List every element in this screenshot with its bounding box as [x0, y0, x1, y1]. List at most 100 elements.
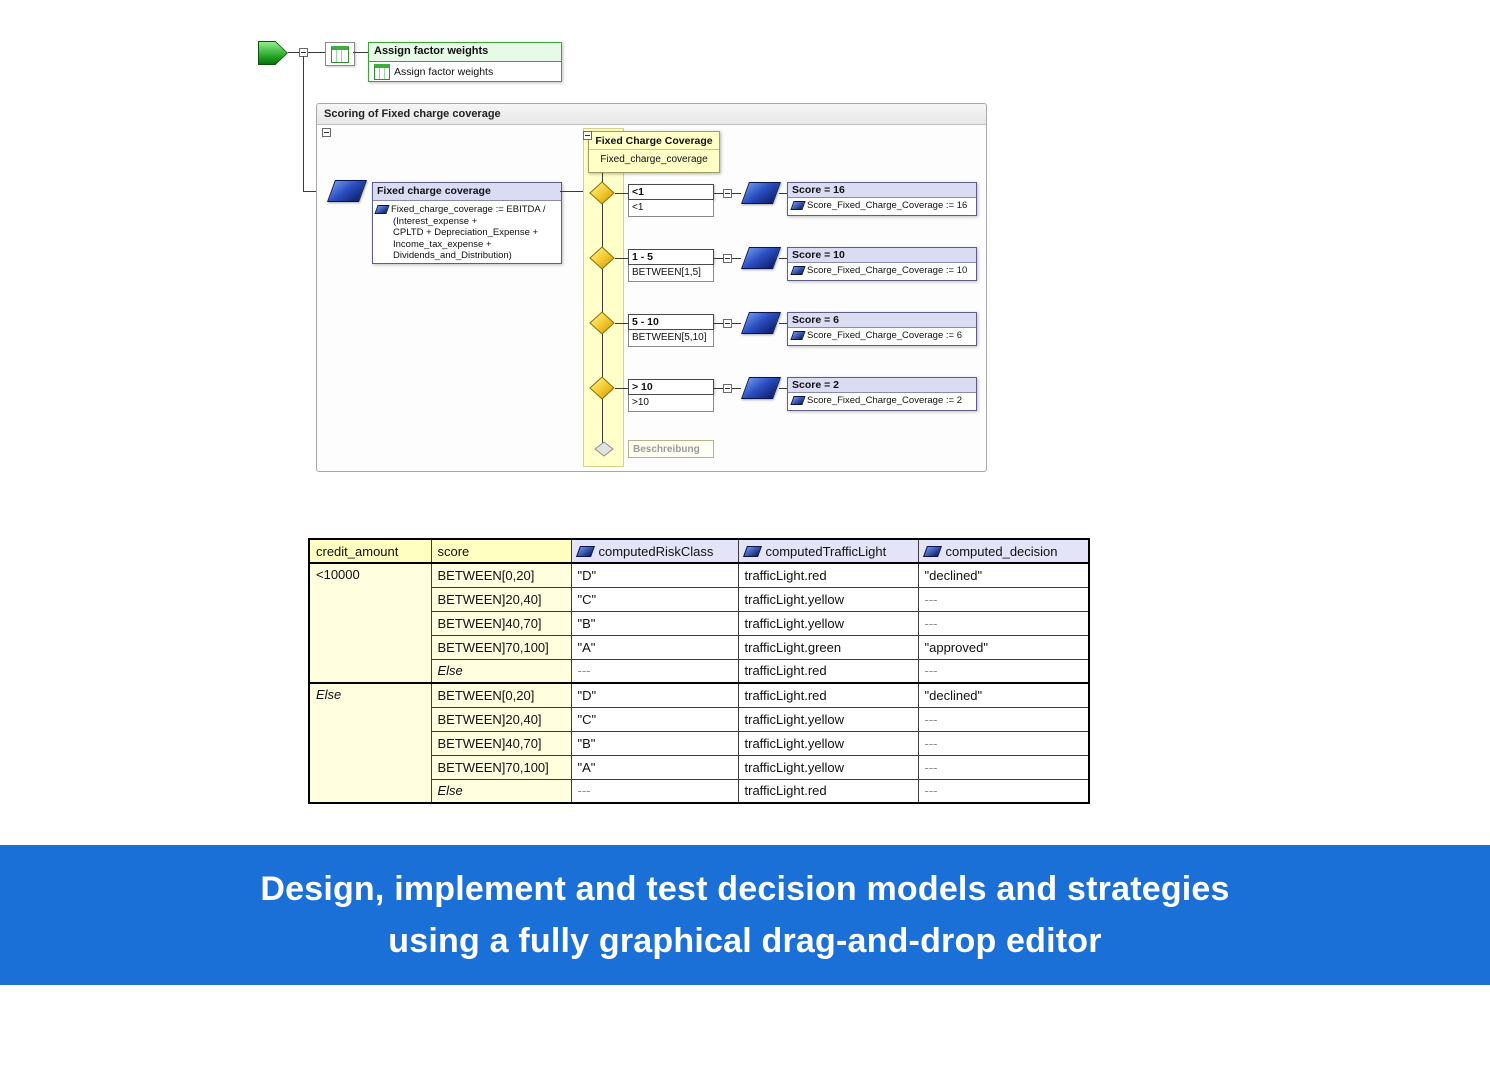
cell-risk-class[interactable]: "C" [570, 706, 739, 732]
cell-risk-class[interactable]: "B" [570, 730, 739, 756]
cell-score[interactable]: BETWEEN]40,70] [430, 730, 572, 756]
column-header-computed-traffic-light[interactable]: computedTrafficLight [737, 538, 919, 564]
cell-score[interactable]: BETWEEN]70,100] [430, 634, 572, 660]
collapse-toggle[interactable] [583, 131, 592, 140]
connector-line [615, 388, 628, 389]
cell-risk-class[interactable]: "C" [570, 586, 739, 612]
column-header-computed-decision[interactable]: computed_decision [917, 538, 1090, 564]
decision-diamond-icon[interactable] [588, 245, 616, 271]
collapse-toggle[interactable] [322, 128, 331, 137]
cell-risk-class[interactable]: "D" [570, 562, 739, 588]
flow-branch: <1 <1 Score = 16 Score_Fixed_Charge_Cove… [583, 178, 983, 226]
condition-expression[interactable]: <1 [628, 200, 714, 217]
cell-traffic-light[interactable]: trafficLight.red [737, 682, 919, 708]
cell-decision[interactable]: --- [917, 730, 1090, 756]
cell-traffic-light[interactable]: trafficLight.yellow [737, 730, 919, 756]
condition-label[interactable]: 5 - 10 [628, 314, 714, 330]
decision-diamond-icon[interactable] [588, 310, 616, 336]
cell-traffic-light[interactable]: trafficLight.yellow [737, 706, 919, 732]
connector-line [714, 388, 723, 389]
decision-node-header[interactable]: Fixed Charge Coverage Fixed_charge_cover… [588, 131, 720, 173]
cell-credit-amount[interactable]: Else [308, 682, 432, 804]
cell-decision[interactable]: "declined" [917, 682, 1090, 708]
connector-line [779, 258, 787, 259]
score-node[interactable]: Score = 6 Score_Fixed_Charge_Coverage :=… [787, 312, 977, 346]
cell-decision[interactable]: --- [917, 778, 1090, 804]
expression-line: Income_tax_expense + [393, 238, 492, 250]
cell-risk-class[interactable]: "A" [570, 754, 739, 780]
assignment-node-icon[interactable] [740, 182, 782, 204]
cell-traffic-light[interactable]: trafficLight.red [737, 562, 919, 588]
cell-score[interactable]: BETWEEN]40,70] [430, 610, 572, 636]
cell-score[interactable]: BETWEEN]20,40] [430, 706, 572, 732]
score-node[interactable]: Score = 10 Score_Fixed_Charge_Coverage :… [787, 247, 977, 281]
table-row: Else BETWEEN[0,20] "D" trafficLight.red … [308, 682, 1090, 804]
condition-label[interactable]: <1 [628, 184, 714, 200]
collapse-toggle[interactable] [723, 384, 732, 393]
connector-line [615, 193, 628, 194]
flow-node-fixed-charge-coverage[interactable]: Fixed charge coverage Fixed_charge_cover… [372, 182, 562, 264]
cell-risk-class[interactable]: "D" [570, 682, 739, 708]
cell-risk-class[interactable]: --- [570, 778, 739, 804]
cell-traffic-light[interactable]: trafficLight.yellow [737, 586, 919, 612]
cell-score[interactable]: BETWEEN]20,40] [430, 586, 572, 612]
cell-traffic-light[interactable]: trafficLight.red [737, 778, 919, 804]
assignment-node-icon[interactable] [740, 377, 782, 399]
start-node-icon[interactable] [258, 41, 288, 65]
cell-decision[interactable]: --- [917, 610, 1090, 636]
score-expression: Score_Fixed_Charge_Coverage := 2 [807, 395, 962, 406]
cell-risk-class[interactable]: "A" [570, 634, 739, 660]
assignment-node-icon[interactable] [326, 180, 368, 202]
cell-decision[interactable]: --- [917, 754, 1090, 780]
assignment-node-icon[interactable] [740, 312, 782, 334]
cell-score[interactable]: BETWEEN[0,20] [430, 562, 572, 588]
cell-decision[interactable]: "approved" [917, 634, 1090, 660]
cell-decision[interactable]: "declined" [917, 562, 1090, 588]
collapse-toggle[interactable] [723, 189, 732, 198]
score-expression: Score_Fixed_Charge_Coverage := 16 [807, 200, 968, 211]
flow-node-assign-factor-weights[interactable]: Assign factor weights Assign factor weig… [368, 42, 562, 82]
assignment-node-icon[interactable] [740, 247, 782, 269]
cell-decision[interactable]: --- [917, 658, 1090, 684]
cell-risk-class[interactable]: --- [570, 658, 739, 684]
rule-table-icon [331, 45, 349, 63]
assignment-icon [790, 396, 806, 405]
expression-line: (Interest_expense + [393, 215, 478, 227]
cell-decision[interactable]: --- [917, 706, 1090, 732]
flow-branch: 5 - 10 BETWEEN[5,10] Score = 6 Score_Fix… [583, 308, 983, 356]
column-header-credit-amount[interactable]: credit_amount [308, 538, 432, 564]
cell-score[interactable]: BETWEEN]70,100] [430, 754, 572, 780]
score-node[interactable]: Score = 2 Score_Fixed_Charge_Coverage :=… [787, 377, 977, 411]
flow-branch: 1 - 5 BETWEEN[1,5] Score = 10 Score_Fixe… [583, 243, 983, 291]
decision-diamond-icon[interactable] [588, 180, 616, 206]
condition-expression[interactable]: >10 [628, 395, 714, 412]
cell-traffic-light[interactable]: trafficLight.red [737, 658, 919, 684]
cell-decision[interactable]: --- [917, 586, 1090, 612]
condition-label[interactable]: 1 - 5 [628, 249, 714, 265]
cell-credit-amount[interactable]: <10000 [308, 562, 432, 684]
else-description-box[interactable]: Beschreibung [628, 440, 714, 458]
collapse-toggle[interactable] [723, 254, 732, 263]
condition-expression[interactable]: BETWEEN[1,5] [628, 265, 714, 282]
cell-traffic-light[interactable]: trafficLight.yellow [737, 754, 919, 780]
column-header-score[interactable]: score [430, 538, 572, 564]
collapse-toggle[interactable] [723, 319, 732, 328]
decision-diamond-icon[interactable] [588, 375, 616, 401]
flow-branch: > 10 >10 Score = 2 Score_Fixed_Charge_Co… [583, 373, 983, 421]
column-header-computed-risk-class[interactable]: computedRiskClass [570, 538, 739, 564]
cell-traffic-light[interactable]: trafficLight.green [737, 634, 919, 660]
cell-score[interactable]: Else [430, 778, 572, 804]
cell-traffic-light[interactable]: trafficLight.yellow [737, 610, 919, 636]
rule-node-icon[interactable] [325, 42, 355, 66]
connector-line [602, 171, 603, 450]
condition-label[interactable]: > 10 [628, 379, 714, 395]
else-diamond-icon[interactable] [594, 441, 614, 457]
score-expression: Score_Fixed_Charge_Coverage := 10 [807, 265, 968, 276]
table-row: BETWEEN]70,100] "A" trafficLight.green "… [309, 634, 1090, 660]
cell-risk-class[interactable]: "B" [570, 610, 739, 636]
cell-score[interactable]: BETWEEN[0,20] [430, 682, 572, 708]
assignment-icon [790, 266, 806, 275]
score-node[interactable]: Score = 16 Score_Fixed_Charge_Coverage :… [787, 182, 977, 216]
cell-score[interactable]: Else [430, 658, 572, 684]
condition-expression[interactable]: BETWEEN[5,10] [628, 330, 714, 347]
